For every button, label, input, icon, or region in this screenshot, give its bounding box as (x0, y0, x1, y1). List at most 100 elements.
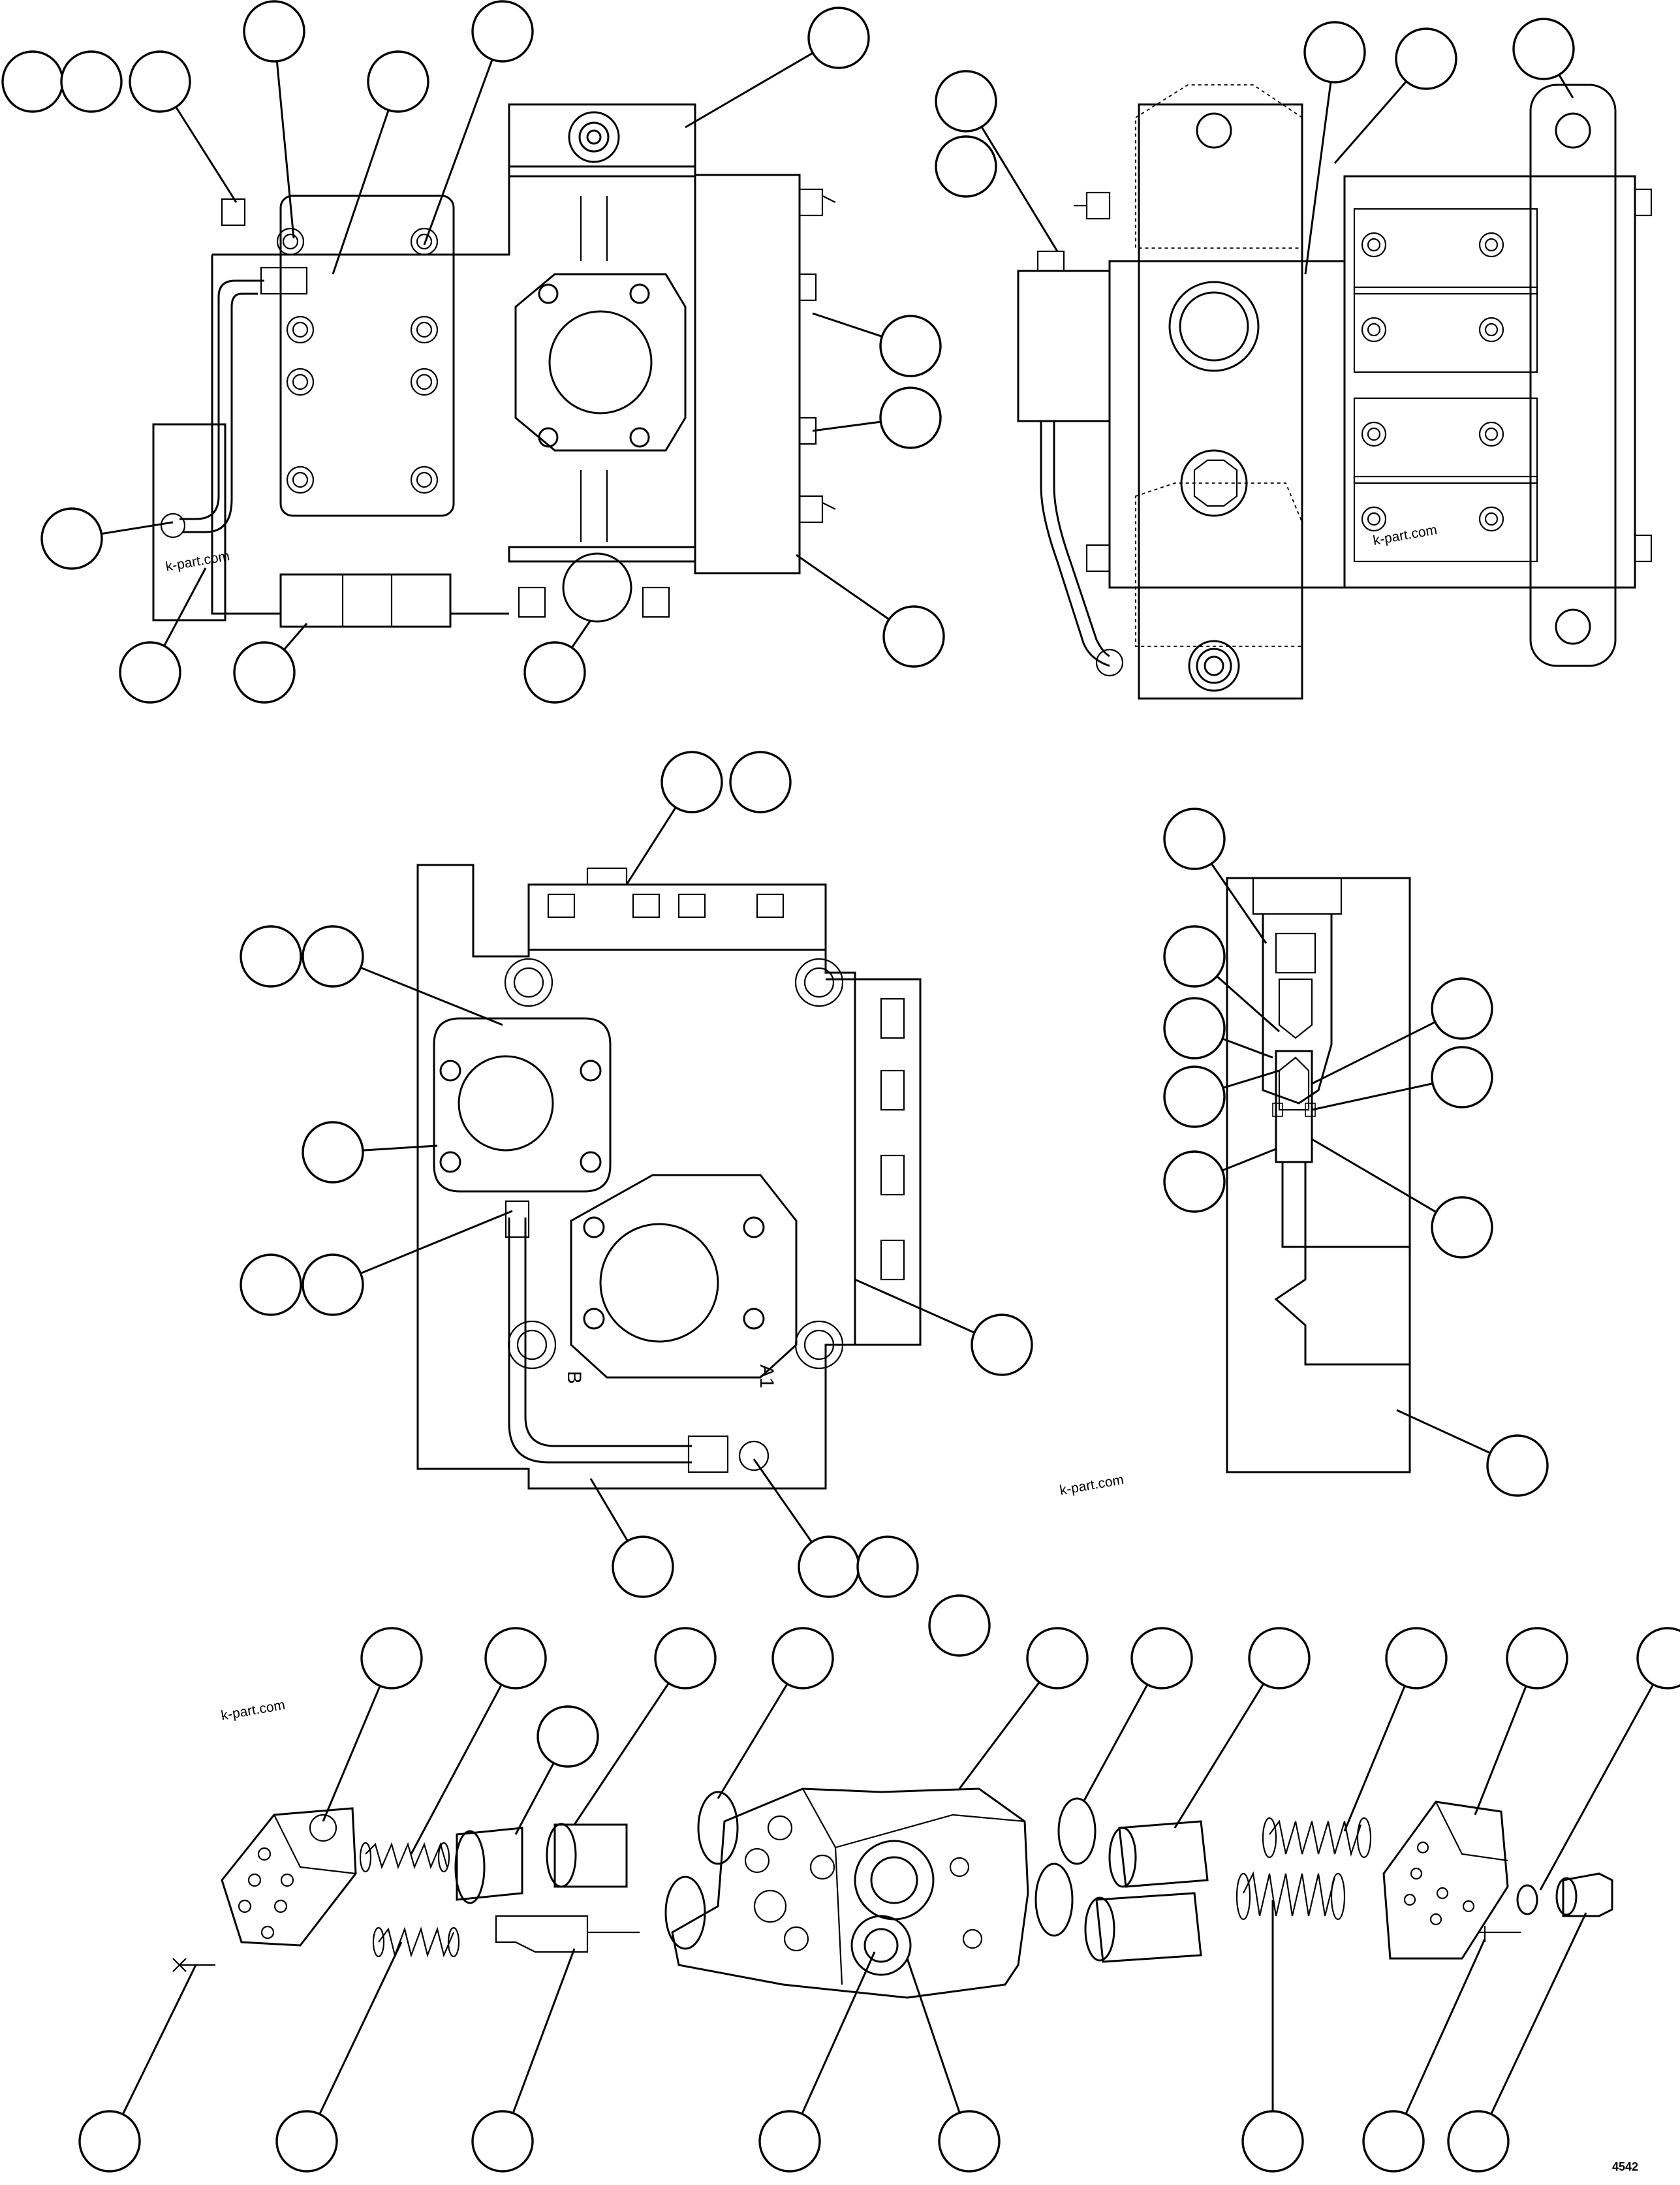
callout-balloon (1163, 1150, 1226, 1213)
callout-leader-line (717, 1683, 788, 1799)
callout-leader-line (332, 110, 390, 275)
callout-leader-line (1343, 1685, 1406, 1832)
callout-leader-line (1174, 1683, 1265, 1829)
port-a1-label: A1 (756, 1364, 777, 1389)
callout-balloon (882, 605, 945, 668)
callout-leader-line (101, 521, 174, 535)
callout-balloon (1130, 1627, 1193, 1690)
callout-leader-line (1222, 1037, 1273, 1059)
callout-balloon (935, 135, 997, 198)
callout-leader-line (360, 966, 503, 1026)
callout-balloon (758, 2110, 821, 2173)
callout-balloon (1163, 997, 1226, 1060)
callout-leader-line (812, 312, 882, 338)
callout-balloon (1506, 1627, 1568, 1690)
callout-balloon (1, 50, 64, 113)
callout-leader-line (121, 1964, 197, 2115)
callout-balloon (1241, 2110, 1304, 2173)
callout-balloon (1486, 1434, 1549, 1497)
callout-balloon (367, 50, 429, 113)
callout-leader-line (796, 554, 890, 620)
port-b-label: B (563, 1371, 585, 1384)
callout-leader-line (163, 567, 207, 647)
callout-leader-line (1558, 74, 1574, 99)
callout-leader-line (812, 420, 881, 432)
middle-right-section (1226, 877, 1411, 1473)
callout-balloon (1362, 2110, 1425, 2173)
callout-leader-line (854, 1278, 975, 1334)
callout-balloon (537, 1705, 599, 1768)
callout-leader-line (1311, 1082, 1433, 1111)
callout-leader-line (1311, 1021, 1436, 1085)
callout-leader-line (1311, 1138, 1437, 1214)
callout-balloon (243, 0, 305, 63)
callout-balloon (1163, 808, 1226, 870)
callout-balloon (1248, 1627, 1311, 1690)
callout-leader-line (410, 1684, 503, 1855)
callout-leader-line (1222, 1148, 1277, 1172)
callout-balloon (1431, 1196, 1493, 1259)
callout-leader-line (980, 126, 1059, 252)
callout-balloon (240, 925, 302, 988)
callout-leader-line (362, 1144, 438, 1152)
callout-balloon (233, 641, 296, 704)
callout-balloon (1512, 18, 1575, 80)
top-left-view (152, 103, 836, 628)
callout-leader-line (801, 1951, 876, 2114)
callout-leader-line (685, 52, 814, 129)
watermark: k-part.com (1372, 522, 1439, 548)
callout-balloon (471, 2110, 534, 2173)
callout-leader-line (175, 106, 238, 203)
callout-leader-line (1210, 863, 1268, 944)
callout-leader-line (1539, 1684, 1655, 1891)
bottom-exploded-view (172, 1787, 1613, 1999)
callout-balloon (240, 1253, 302, 1316)
figure-code: 4542 (1612, 2160, 1638, 2173)
callout-leader-line (319, 1941, 403, 2115)
top-right-view (1017, 84, 1653, 700)
callout-balloon (1447, 2110, 1510, 2173)
callout-balloon (729, 751, 792, 813)
callout-leader-line (570, 620, 592, 648)
middle-left-view: B A1 (416, 864, 922, 1490)
callout-balloon (771, 1627, 834, 1690)
callout-balloon (798, 1535, 860, 1598)
callout-balloon (523, 641, 586, 704)
callout-balloon (119, 641, 181, 704)
callout-balloon (60, 50, 123, 113)
callout-balloon (654, 1627, 717, 1690)
callout-balloon (1163, 925, 1226, 988)
callout-balloon (78, 2110, 141, 2173)
watermark: k-part.com (220, 1697, 287, 1723)
callout-leader-line (625, 806, 677, 885)
callout-balloon (879, 315, 942, 377)
callout-leader-line (514, 1762, 555, 1835)
callout-balloon (1163, 1065, 1226, 1128)
callout-balloon (1395, 27, 1457, 90)
callout-balloon (1431, 977, 1493, 1040)
callout-balloon (471, 0, 534, 63)
callout-balloon (971, 1313, 1033, 1376)
callout-balloon (938, 2110, 1001, 2173)
callout-balloon (275, 2110, 338, 2173)
callout-leader-line (573, 1682, 670, 1825)
callout-leader-line (1405, 1938, 1486, 2114)
callout-balloon (129, 50, 191, 113)
watermark: k-part.com (164, 548, 231, 574)
callout-leader-line (1082, 1684, 1149, 1802)
callout-leader-line (1216, 975, 1280, 1033)
callout-leader-line (1474, 1686, 1527, 1816)
callout-leader-line (283, 623, 308, 651)
callout-balloon (1431, 1046, 1493, 1108)
callout-leader-line (1396, 1409, 1491, 1454)
callout-balloon (302, 1121, 364, 1184)
callout-balloon (1303, 21, 1366, 84)
callout-balloon (302, 1253, 364, 1316)
callout-balloon (807, 7, 870, 69)
callout-leader-line (906, 1958, 961, 2113)
callout-leader-line (1304, 82, 1332, 275)
callout-balloon (1636, 1627, 1680, 1690)
callout-balloon (484, 1627, 547, 1690)
